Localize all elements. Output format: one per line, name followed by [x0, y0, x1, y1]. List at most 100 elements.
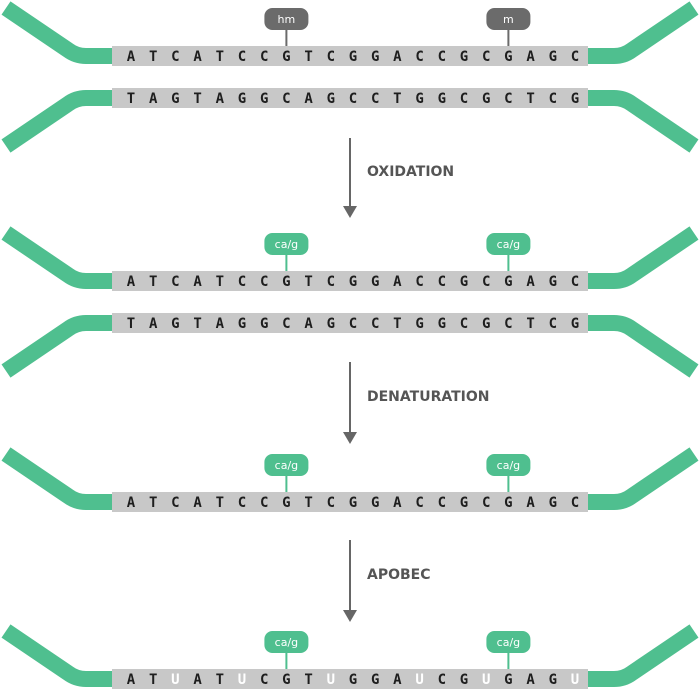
base: G — [349, 49, 357, 65]
base: C — [260, 274, 268, 290]
tag-bubble — [486, 8, 531, 30]
strand-backbone-left — [1, 1, 130, 64]
base: G — [504, 672, 512, 688]
step-label: DENATURATION — [367, 389, 489, 405]
strand-backbone-right — [570, 90, 699, 153]
arrow-head — [343, 206, 357, 218]
base: G — [504, 274, 512, 290]
sequence-box — [112, 492, 588, 512]
strand-backbone-left — [1, 624, 130, 687]
modification-tag: ca/g — [486, 233, 531, 271]
base: T — [127, 316, 135, 332]
base: C — [349, 316, 357, 332]
base: C — [482, 49, 490, 65]
base: C — [260, 672, 268, 688]
base: C — [282, 316, 290, 332]
tag-label: ca/g — [497, 238, 520, 251]
base: T — [526, 91, 534, 107]
base: A — [127, 274, 136, 290]
base: C — [327, 49, 335, 65]
tag-bubble — [264, 233, 309, 255]
base: A — [216, 316, 225, 332]
strand-backbone-left — [1, 447, 130, 510]
strand-backbone-right — [570, 447, 699, 510]
base: C — [482, 495, 490, 511]
base: G — [549, 274, 557, 290]
converted-base: U — [571, 672, 579, 688]
base: G — [438, 316, 446, 332]
base: C — [171, 495, 179, 511]
base: T — [149, 49, 157, 65]
base: G — [460, 49, 468, 65]
base: C — [504, 316, 512, 332]
base: C — [282, 91, 290, 107]
base: T — [193, 316, 201, 332]
base: A — [526, 495, 535, 511]
converted-base: U — [238, 672, 246, 688]
base: C — [482, 274, 490, 290]
base: C — [571, 495, 579, 511]
arrow-head — [343, 610, 357, 622]
base: A — [193, 49, 202, 65]
base: G — [460, 495, 468, 511]
base: T — [304, 49, 312, 65]
base: G — [238, 91, 246, 107]
base: T — [393, 316, 401, 332]
base: C — [549, 316, 557, 332]
base: T — [304, 495, 312, 511]
base: G — [238, 316, 246, 332]
step-label: OXIDATION — [367, 164, 454, 180]
base: G — [571, 316, 579, 332]
base: C — [415, 495, 423, 511]
base: G — [415, 316, 423, 332]
base: C — [438, 672, 446, 688]
modification-tag: ca/g — [264, 454, 309, 492]
base: A — [149, 316, 158, 332]
converted-base: U — [327, 672, 335, 688]
base: G — [260, 316, 268, 332]
base: C — [549, 91, 557, 107]
base: T — [216, 672, 224, 688]
step-arrow-1: OXIDATION — [343, 138, 454, 218]
base: C — [327, 495, 335, 511]
tag-label: ca/g — [275, 459, 298, 472]
base: A — [393, 49, 402, 65]
modification-tag: ca/g — [486, 454, 531, 492]
modification-tag: ca/g — [264, 631, 309, 669]
strand-backbone-left — [1, 90, 130, 153]
base: G — [282, 274, 290, 290]
base: C — [260, 495, 268, 511]
base: G — [371, 495, 379, 511]
base: G — [549, 495, 557, 511]
base: C — [504, 91, 512, 107]
base: C — [460, 91, 468, 107]
strand-backbone-right — [570, 315, 699, 378]
base: G — [282, 495, 290, 511]
base: C — [349, 91, 357, 107]
base: G — [482, 91, 490, 107]
base: C — [415, 274, 423, 290]
step-arrow-3: APOBEC — [343, 540, 431, 622]
base: T — [149, 274, 157, 290]
tag-label: ca/g — [497, 459, 520, 472]
strand-backbone-right — [570, 1, 699, 64]
base: G — [549, 672, 557, 688]
base: G — [327, 316, 335, 332]
base: T — [216, 49, 224, 65]
tag-label: hm — [278, 13, 296, 26]
base: G — [171, 91, 179, 107]
base: C — [371, 316, 379, 332]
base: A — [193, 495, 202, 511]
strand-backbone-right — [570, 226, 699, 289]
base: A — [216, 91, 225, 107]
base: G — [349, 274, 357, 290]
base: C — [260, 49, 268, 65]
step-label: APOBEC — [367, 567, 431, 583]
